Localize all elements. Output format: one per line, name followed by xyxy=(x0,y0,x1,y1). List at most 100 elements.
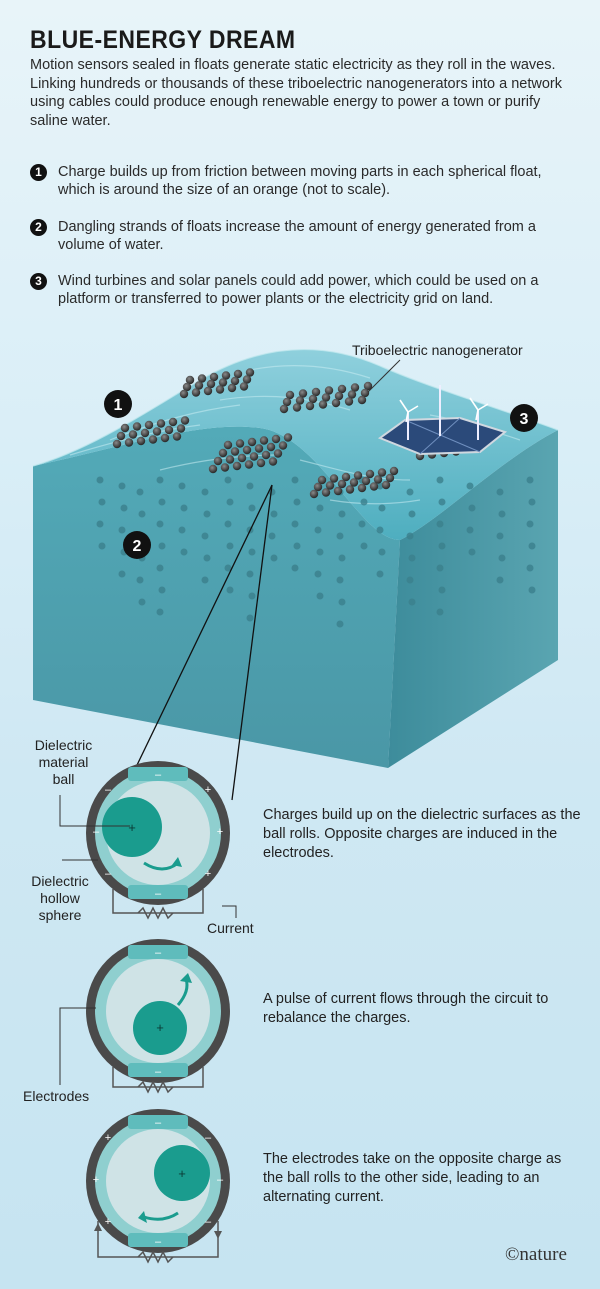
float-ball xyxy=(360,388,370,398)
float-ball xyxy=(292,403,302,412)
float-ball xyxy=(353,471,363,480)
float-ball xyxy=(144,420,154,430)
strand-float xyxy=(408,510,416,518)
strand-float xyxy=(201,576,209,584)
float-ball xyxy=(317,475,327,485)
float-ball xyxy=(309,489,319,499)
stage-3-description: The electrodes take on the opposite char… xyxy=(263,1151,562,1205)
strand-float xyxy=(436,564,444,572)
strand-float xyxy=(498,510,506,518)
strand-float xyxy=(528,498,536,506)
strand-float xyxy=(291,520,299,528)
svg-text:–: – xyxy=(155,1117,162,1129)
strand-float xyxy=(316,592,324,600)
water-top-surface xyxy=(33,349,558,540)
float-ball xyxy=(385,473,395,483)
strand-float xyxy=(376,570,384,578)
svg-text:+: + xyxy=(93,1174,99,1186)
strand-float xyxy=(120,504,128,512)
nature-logo: ©nature xyxy=(505,1244,567,1265)
badge-2: 2 xyxy=(123,531,151,559)
float-ball xyxy=(305,401,315,411)
float-ball xyxy=(221,371,231,380)
stage-2-description: A pulse of current flows through the cir… xyxy=(263,991,549,1026)
strand-float xyxy=(406,488,414,496)
generator-ball-1: + –– ––– +++ xyxy=(86,761,230,920)
svg-text:+: + xyxy=(217,826,223,838)
strand-float xyxy=(498,554,506,562)
strand-float xyxy=(226,586,234,594)
svg-text:1: 1 xyxy=(114,397,123,414)
float-ball xyxy=(325,481,335,490)
svg-text:+: + xyxy=(105,1132,111,1144)
zoom-line-right xyxy=(231,484,273,801)
float-ball xyxy=(132,422,142,431)
strand-float xyxy=(268,532,276,540)
teng-label: Triboelectric nanogenerator xyxy=(352,342,523,358)
point-number: 2 xyxy=(30,219,47,236)
strand-float xyxy=(336,532,344,540)
strand-float xyxy=(436,476,444,484)
float-ball xyxy=(164,425,174,435)
strand-float xyxy=(248,592,256,600)
strand-float xyxy=(338,554,346,562)
water-side-face xyxy=(388,430,558,768)
strand-float xyxy=(293,542,301,550)
float-ball xyxy=(273,449,283,458)
strand-float xyxy=(178,482,186,490)
float-ball xyxy=(213,456,223,466)
float-ball xyxy=(331,398,341,408)
strand-float xyxy=(528,542,536,550)
strand-float xyxy=(201,532,209,540)
float-ball xyxy=(295,396,305,405)
point-3: 3 Wind turbines and solar panels could a… xyxy=(30,272,570,308)
float-ball xyxy=(350,383,360,392)
electrodes-label-leader xyxy=(59,1007,96,1085)
strand-float xyxy=(436,520,444,528)
float-ball xyxy=(365,469,375,479)
float-ball xyxy=(208,464,218,474)
strand-float xyxy=(158,542,166,550)
strand-float xyxy=(528,586,536,594)
svg-text:–: – xyxy=(155,769,162,781)
strand-float xyxy=(496,532,504,540)
teng-leader-line xyxy=(367,359,401,393)
float-ball xyxy=(176,424,186,433)
float-ball xyxy=(333,486,343,496)
surface-floats xyxy=(112,368,461,499)
float-ball xyxy=(357,395,367,405)
strand-float xyxy=(406,532,414,540)
strand-float xyxy=(248,504,256,512)
strand-float xyxy=(136,576,144,584)
strand-float xyxy=(376,482,384,490)
float-ball xyxy=(347,390,357,399)
strand-float xyxy=(118,570,126,578)
float-ball xyxy=(191,388,201,397)
float-ball xyxy=(124,438,134,447)
float-ball xyxy=(283,433,293,442)
float-ball xyxy=(112,439,122,449)
electrodes-label: Electrodes xyxy=(23,1088,90,1104)
strand-float xyxy=(526,520,534,528)
float-ball xyxy=(321,393,331,402)
point-text: Dangling strands of floats increase the … xyxy=(58,219,536,253)
strand-float xyxy=(314,526,322,534)
float-ball xyxy=(215,385,225,394)
float-ball xyxy=(227,383,237,393)
strand-float xyxy=(378,504,386,512)
strand-float xyxy=(158,498,166,506)
strand-float xyxy=(468,504,476,512)
strand-float xyxy=(118,482,126,490)
strand-float xyxy=(270,510,278,518)
float-ball xyxy=(203,386,213,396)
page-title: BLUE-ENERGY DREAM xyxy=(30,26,296,54)
strand-float xyxy=(138,510,146,518)
strand-float xyxy=(526,476,534,484)
float-ball xyxy=(282,397,292,407)
strand-float xyxy=(496,576,504,584)
hollow-sphere-label: Dielectric hollow sphere xyxy=(31,873,89,923)
strand-float xyxy=(293,498,301,506)
float-ball xyxy=(311,387,321,397)
float-ball xyxy=(308,394,318,404)
